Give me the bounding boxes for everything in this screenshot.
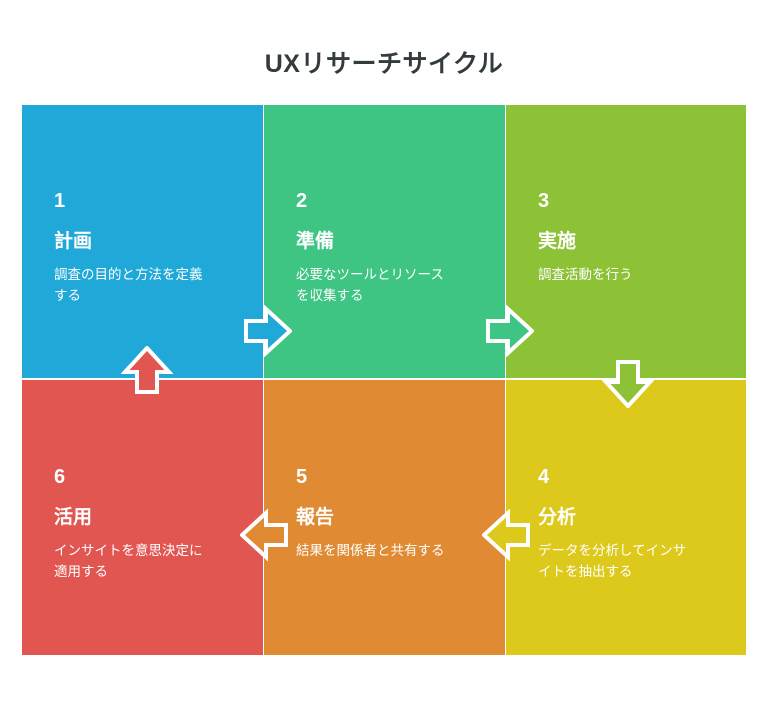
step-content-3: 3 実施 調査活動を行う [538,191,724,286]
page-title: UXリサーチサイクル [264,50,504,78]
step-cell-6[interactable]: 6 活用 インサイトを意思決定に適用する [22,380,263,655]
step-description-4: データを分析してインサイトを抽出する [538,543,687,579]
step-cell-5[interactable]: 5 報告 結果を関係者と共有する [264,380,505,655]
step-title-6: 活用 [54,507,93,528]
cycle-grid: 1 計画 調査の目的と方法を定義する 2 準備 必要なツールとリソースを収集する… [22,105,746,655]
step-content-5: 5 報告 結果を関係者と共有する [296,467,483,562]
step-title-1: 計画 [54,231,93,252]
step-description-2: 必要なツールとリソースを収集する [296,267,444,303]
step-title-5: 報告 [296,507,335,528]
step-content-1: 1 計画 調査の目的と方法を定義する [54,191,241,307]
step-title-4: 分析 [538,507,577,528]
step-content-2: 2 準備 必要なツールとリソースを収集する [296,191,483,307]
step-description-5: 結果を関係者と共有する [296,543,445,558]
step-description-3: 調査活動を行う [538,267,633,282]
step-number-5: 5 [296,466,308,488]
step-cell-3[interactable]: 3 実施 調査活動を行う [506,105,746,378]
step-title-2: 準備 [296,231,335,252]
step-content-4: 4 分析 データを分析してインサイトを抽出する [538,467,724,583]
step-cell-2[interactable]: 2 準備 必要なツールとリソースを収集する [264,105,505,378]
step-title-3: 実施 [538,231,577,252]
step-number-1: 1 [54,190,66,212]
step-description-6: インサイトを意思決定に適用する [54,543,203,579]
step-number-6: 6 [54,466,66,488]
step-number-4: 4 [538,466,550,488]
step-number-2: 2 [296,190,308,212]
step-cell-1[interactable]: 1 計画 調査の目的と方法を定義する [22,105,263,378]
step-description-1: 調査の目的と方法を定義する [54,267,203,303]
step-content-6: 6 活用 インサイトを意思決定に適用する [54,467,241,583]
step-cell-4[interactable]: 4 分析 データを分析してインサイトを抽出する [506,380,746,655]
step-number-3: 3 [538,190,550,212]
